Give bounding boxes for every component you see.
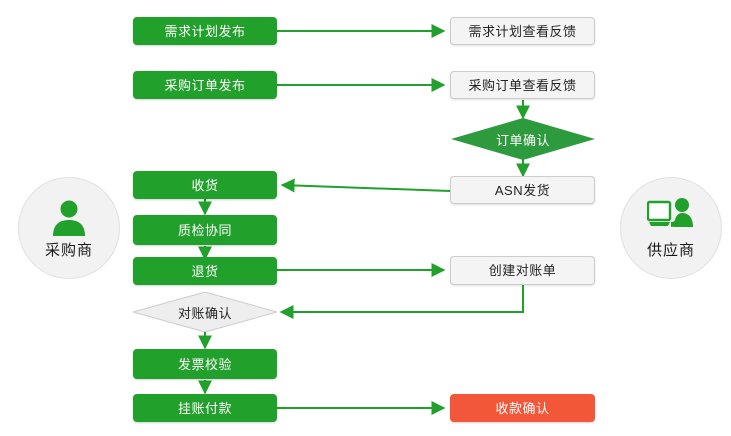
- node-quality-collaboration[interactable]: 质检协同: [133, 215, 277, 245]
- person-at-computer-icon: [646, 197, 695, 237]
- node-label: 对账确认: [177, 305, 232, 321]
- node-goods-receipt[interactable]: 收货: [133, 171, 277, 199]
- node-asn-shipment[interactable]: ASN发货: [450, 176, 595, 204]
- node-label: 收货: [191, 177, 219, 193]
- node-demand-plan-feedback[interactable]: 需求计划查看反馈: [450, 17, 595, 45]
- node-label: 订单确认: [495, 132, 550, 148]
- node-label: 采购订单发布: [164, 77, 246, 93]
- node-label: 需求计划发布: [164, 23, 246, 39]
- node-demand-plan-publish[interactable]: 需求计划发布: [133, 17, 277, 45]
- node-receipt-confirm[interactable]: 收款确认: [450, 394, 595, 422]
- node-purchase-order-publish[interactable]: 采购订单发布: [133, 71, 277, 99]
- node-order-confirm[interactable]: 订单确认: [451, 118, 595, 160]
- diamond-shape: [451, 118, 595, 160]
- actor-buyer[interactable]: 采购商: [18, 177, 120, 279]
- node-label: 发票校验: [177, 356, 232, 372]
- edge-statement-to-confirm: [279, 285, 524, 319]
- node-statement-confirm[interactable]: 对账确认: [133, 292, 277, 332]
- node-label: ASN发货: [494, 182, 551, 198]
- node-invoice-verification[interactable]: 发票校验: [133, 349, 277, 379]
- node-label: 采购订单查看反馈: [468, 77, 577, 93]
- node-label: 需求计划查看反馈: [468, 23, 577, 39]
- node-return-goods[interactable]: 退货: [133, 257, 277, 285]
- node-label: 质检协同: [177, 222, 232, 238]
- node-purchase-order-feedback[interactable]: 采购订单查看反馈: [450, 71, 595, 99]
- node-label: 收款确认: [495, 400, 550, 416]
- node-label: 创建对账单: [488, 263, 557, 278]
- actor-supplier[interactable]: 供应商: [620, 177, 722, 279]
- actor-buyer-label: 采购商: [44, 241, 93, 259]
- node-payable-payment[interactable]: 挂账付款: [133, 394, 277, 422]
- edge-asn-to-receipt: [280, 178, 451, 193]
- person-icon: [49, 197, 89, 237]
- actor-supplier-label: 供应商: [646, 241, 695, 259]
- node-label: 挂账付款: [177, 400, 232, 416]
- diamond-shape: [133, 292, 277, 332]
- node-create-statement[interactable]: 创建对账单: [450, 256, 595, 285]
- node-label: 退货: [191, 263, 219, 279]
